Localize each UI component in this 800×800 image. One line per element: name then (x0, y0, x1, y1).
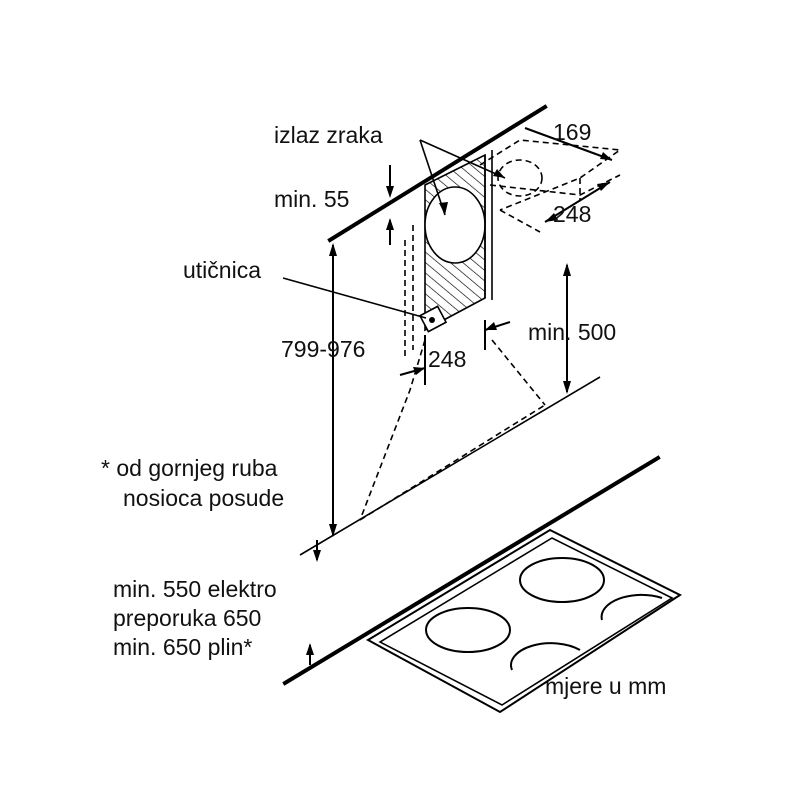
ceiling-line (327, 104, 548, 243)
hob-burner-front-left (425, 607, 511, 653)
label-note-line1: * od gornjeg ruba (101, 455, 278, 481)
label-units: mjere u mm (545, 673, 666, 699)
label-min-55: min. 55 (274, 186, 349, 212)
label-dim-248-top: 248 (553, 201, 591, 227)
dim-height-range (329, 243, 337, 537)
air-outlet-opening (424, 186, 486, 264)
label-clearance-line3: min. 650 plin* (113, 634, 252, 660)
label-note-line2: nosioca posude (123, 485, 284, 511)
label-dim-169: 169 (553, 119, 591, 145)
air-duct-outline (479, 139, 623, 233)
hood-bottom-line (299, 376, 601, 556)
label-clearance-line1: min. 550 elektro (113, 576, 277, 602)
cooktop (365, 528, 683, 714)
label-height-range: 799-976 (281, 336, 365, 362)
hood-outline (359, 225, 546, 521)
dim-min-500 (563, 263, 571, 394)
label-min-500: min. 500 (528, 319, 616, 345)
hob-burner-back-right (600, 593, 663, 621)
label-socket: utičnica (183, 257, 261, 283)
hob-burner-back-left (519, 557, 605, 603)
dim-169 (524, 127, 613, 161)
socket-icon (418, 305, 448, 333)
cooktop-edge-line (282, 455, 661, 686)
dim-248-top (544, 181, 611, 223)
label-air-outlet: izlaz zraka (274, 122, 383, 148)
label-dim-248-bottom: 248 (428, 346, 466, 372)
dim-clearance (306, 540, 321, 665)
socket-leader (282, 277, 427, 319)
label-clearance-line2: preporuka 650 (113, 605, 261, 631)
dim-248-bottom (399, 320, 511, 385)
hob-burner-front-right (510, 642, 581, 671)
dim-min-55 (386, 165, 394, 245)
air-outlet-leaders (419, 139, 506, 216)
